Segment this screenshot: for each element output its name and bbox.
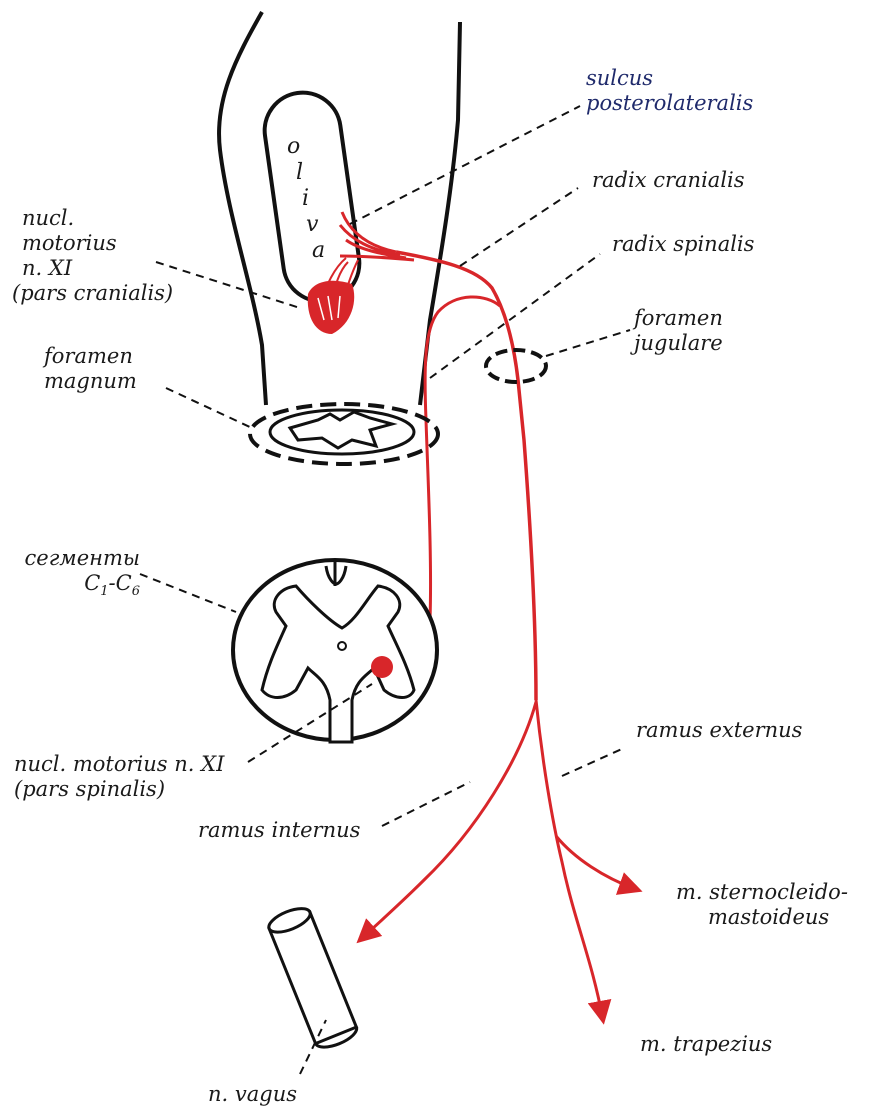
leader-ramus-externus	[562, 748, 624, 776]
label-nucl-spinalis-line2: (pars spinalis)	[14, 777, 224, 802]
label-ramus-externus: ramus externus	[636, 718, 802, 743]
leader-foramen-jugulare	[546, 330, 630, 356]
label-segments-line1: сегменты	[20, 546, 140, 571]
label-segments-c: C	[84, 571, 100, 595]
label-foramen-magnum: foramen magnum	[44, 344, 137, 394]
label-segments-line2: C1-C6	[20, 571, 140, 604]
brainstem-left-edge	[219, 12, 266, 405]
label-segments: сегменты C1-C6	[20, 546, 140, 604]
label-segments-dash-c: -C	[109, 571, 132, 595]
vagus-cylinder	[266, 904, 360, 1052]
label-vagus: n. vagus	[208, 1082, 297, 1107]
label-nucl-motorius-spinalis: nucl. motorius n. XI (pars spinalis)	[14, 752, 224, 802]
label-foramen-jugulare: foramen jugulare	[634, 306, 723, 356]
label-sternocleido-line2: mastoideus	[676, 905, 848, 930]
oliva-letter-o: o	[287, 134, 300, 159]
label-nucl-cranialis-line1: nucl.	[12, 206, 192, 231]
ramus-externus-branch	[536, 700, 603, 1020]
label-nucl-cranialis-line2: motorius	[12, 231, 192, 256]
leader-ramus-internus	[382, 782, 470, 826]
label-sulcus-posterolateralis: sulcus posterolateralis	[586, 66, 753, 116]
label-sternocleido-line1: m. sternocleido-	[676, 880, 848, 905]
oliva-shape	[260, 88, 364, 307]
ramus-internus-branch	[360, 702, 536, 940]
oliva-letter-i: i	[302, 186, 309, 211]
label-radix-cranialis: radix cranialis	[592, 168, 745, 193]
label-sternocleidomastoideus: m. sternocleido- mastoideus	[676, 880, 848, 930]
label-sulcus-line2: posterolateralis	[586, 91, 753, 116]
ramus-sternocleido-branch	[556, 836, 638, 890]
label-nucl-cranialis-line3: n. XI	[12, 256, 192, 281]
label-foramen-jugulare-line1: foramen	[634, 306, 723, 331]
leader-segments	[140, 574, 236, 612]
label-foramen-jugulare-line2: jugulare	[634, 331, 723, 356]
oliva-letter-l: l	[296, 160, 303, 185]
nucleus-spinalis	[371, 656, 393, 678]
oliva-letter-v: v	[306, 212, 318, 237]
label-nucl-spinalis-line1: nucl. motorius n. XI	[14, 752, 224, 777]
label-segments-sub1: 1	[100, 584, 108, 599]
label-foramen-magnum-line1: foramen	[44, 344, 137, 369]
label-nucl-cranialis-line4: (pars cranialis)	[12, 281, 192, 306]
leader-radix-cranialis	[460, 188, 578, 266]
central-canal	[338, 642, 346, 650]
label-sulcus-line1: sulcus	[586, 66, 753, 91]
label-foramen-magnum-line2: magnum	[44, 369, 137, 394]
label-radix-spinalis: radix spinalis	[612, 232, 754, 257]
leader-foramen-magnum	[166, 388, 252, 428]
leader-sulcus	[350, 106, 580, 224]
label-ramus-internus: ramus internus	[198, 818, 360, 843]
oliva-letter-a: a	[312, 238, 325, 263]
label-trapezius: m. trapezius	[640, 1032, 772, 1057]
label-segments-sub6: 6	[132, 584, 140, 599]
label-nucl-motorius-cranialis: nucl. motorius n. XI (pars cranialis)	[12, 206, 192, 306]
